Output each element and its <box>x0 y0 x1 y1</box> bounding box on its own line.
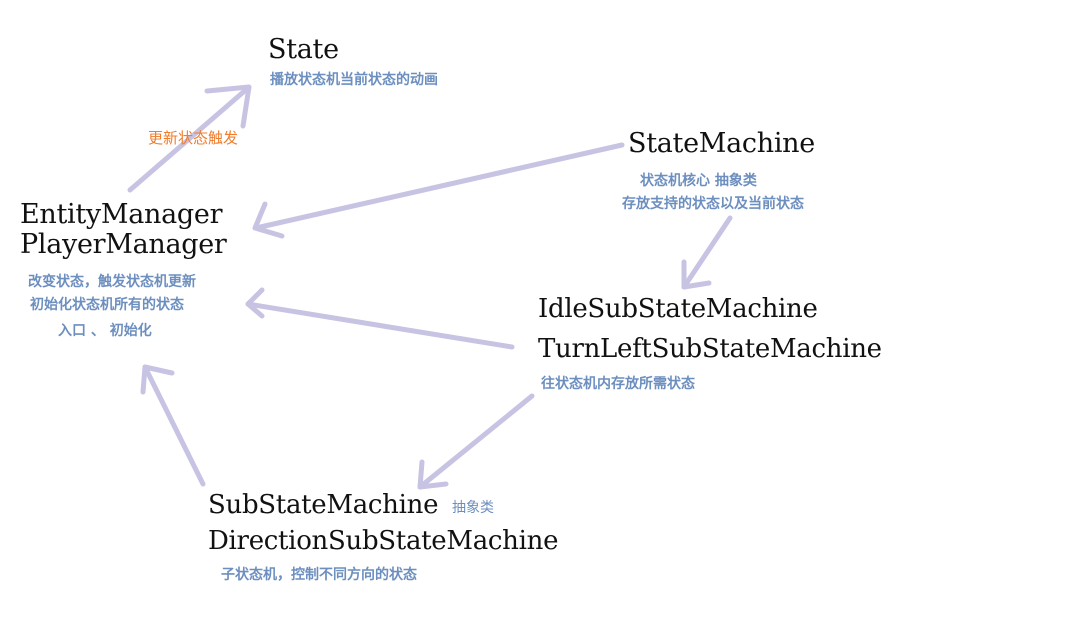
arrow-substatemachine-to-manager <box>140 364 206 487</box>
state-description: 播放状态机当前状态的动画 <box>270 72 438 88</box>
player-manager-title: PlayerManager <box>20 229 227 260</box>
state-title: State <box>268 34 339 65</box>
manager-desc-line-2: 初始化状态机所有的状态 <box>30 297 184 313</box>
statemachine-desc-line-1: 状态机核心 抽象类 <box>640 173 757 189</box>
direction-substatemachine-title: DirectionSubStateMachine <box>208 526 559 556</box>
substatemachine-desc: 子状态机，控制不同方向的状态 <box>221 567 417 583</box>
manager-desc-line-3: 入口 、 初始化 <box>58 323 152 339</box>
statemachine-desc-line-2: 存放支持的状态以及当前状态 <box>622 196 804 212</box>
substatemachine-title: SubStateMachine <box>208 490 439 520</box>
concrete-desc: 往状态机内存放所需状态 <box>541 376 695 392</box>
manager-desc-line-1: 改变状态，触发状态机更新 <box>28 274 196 290</box>
arrow-concrete-to-manager <box>245 287 515 350</box>
substatemachine-abstract-tag: 抽象类 <box>452 500 494 516</box>
arrow-concrete-to-substatemachine <box>417 393 535 490</box>
idle-substatemachine-title: IdleSubStateMachine <box>538 294 818 324</box>
arrow-manager-to-state <box>127 84 252 193</box>
statemachine-title: StateMachine <box>628 128 815 159</box>
arrow-statemachine-to-manager <box>252 142 625 239</box>
edge-label-update-trigger: 更新状态触发 <box>148 129 239 147</box>
arrow-statemachine-to-concrete <box>681 215 733 290</box>
entity-manager-title: EntityManager <box>20 199 223 230</box>
turnleft-substatemachine-title: TurnLeftSubStateMachine <box>538 334 882 364</box>
